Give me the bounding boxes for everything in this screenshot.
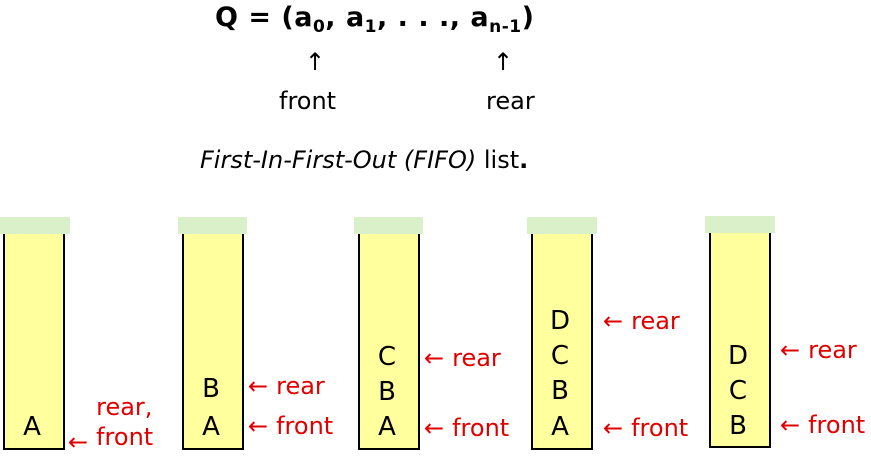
pointer-rear: ← rear [603, 308, 680, 334]
fifo-caption-list: list [476, 146, 520, 174]
stack-item: B [202, 374, 220, 404]
stack-2: B A [178, 217, 247, 450]
pointer-label-line2: front [96, 423, 154, 451]
stack-1: A [0, 217, 70, 450]
stack-cap [0, 217, 70, 234]
pointer-label: front [631, 414, 689, 442]
left-arrow-icon: ← [68, 428, 89, 456]
stack-item: B [729, 411, 747, 441]
pointer-label: rear, front [96, 392, 153, 452]
stack-item: C [377, 342, 397, 372]
stack-cap [527, 217, 597, 234]
pointer-label: rear [631, 307, 680, 335]
pointer-rear: ← rear [780, 337, 857, 363]
pointer-label: front [808, 411, 866, 439]
rear-label: rear [486, 87, 535, 115]
stack-body [531, 234, 593, 450]
left-arrow-icon: ← [603, 414, 624, 442]
stack-item: A [202, 412, 220, 442]
stack-item: D [727, 341, 749, 371]
left-arrow-icon: ← [424, 414, 445, 442]
pointer-front: ← front [603, 415, 688, 441]
stack-item: B [378, 377, 396, 407]
stack-body [3, 234, 65, 450]
pointer-rear: ← rear [248, 373, 325, 399]
stack-4: D C B A [527, 217, 597, 450]
pointer-front: ← front [780, 412, 865, 438]
pointer-front: ← front [424, 415, 509, 441]
stack-body [709, 233, 771, 448]
stack-item: D [549, 306, 571, 336]
stack-item: C [550, 341, 570, 371]
stack-item: B [551, 376, 569, 406]
fifo-caption-period: . [519, 146, 529, 174]
front-label: front [279, 87, 337, 115]
stack-3: C B A [354, 217, 423, 450]
left-arrow-icon: ← [780, 336, 801, 364]
rear-up-arrow-icon: ↑ [493, 48, 514, 76]
queue-formula: Q = (a0, a1, . . ., an-1) [215, 2, 535, 37]
left-arrow-icon: ← [780, 411, 801, 439]
left-arrow-icon: ← [248, 412, 269, 440]
left-arrow-icon: ← [603, 307, 624, 335]
stack-cap [178, 217, 247, 234]
left-arrow-icon: ← [424, 344, 445, 372]
pointer-rear: ← rear [424, 345, 501, 371]
pointer-label: front [276, 412, 334, 440]
pointer-label: front [452, 414, 510, 442]
front-up-arrow-icon: ↑ [305, 48, 326, 76]
stack-item: A [23, 412, 41, 442]
stack-body [358, 234, 420, 450]
pointer-label: rear [808, 336, 857, 364]
pointer-label: rear [276, 372, 325, 400]
stack-cap [354, 217, 423, 234]
pointer-label: rear [452, 344, 501, 372]
stack-body [182, 234, 244, 450]
stack-5: D C B [705, 216, 775, 448]
pointer-front: ← front [248, 413, 333, 439]
fifo-caption-italic: First-In-First-Out (FIFO) [200, 146, 477, 174]
pointer-label-line1: rear, [96, 393, 153, 421]
fifo-caption: First-In-First-Out (FIFO) list. [200, 146, 528, 174]
stack-item: A [551, 412, 569, 442]
pointer-rear-front: ← rear, front [68, 390, 153, 454]
stack-cap [705, 216, 775, 233]
stack-item: C [728, 376, 748, 406]
left-arrow-icon: ← [248, 372, 269, 400]
stack-item: A [378, 412, 396, 442]
